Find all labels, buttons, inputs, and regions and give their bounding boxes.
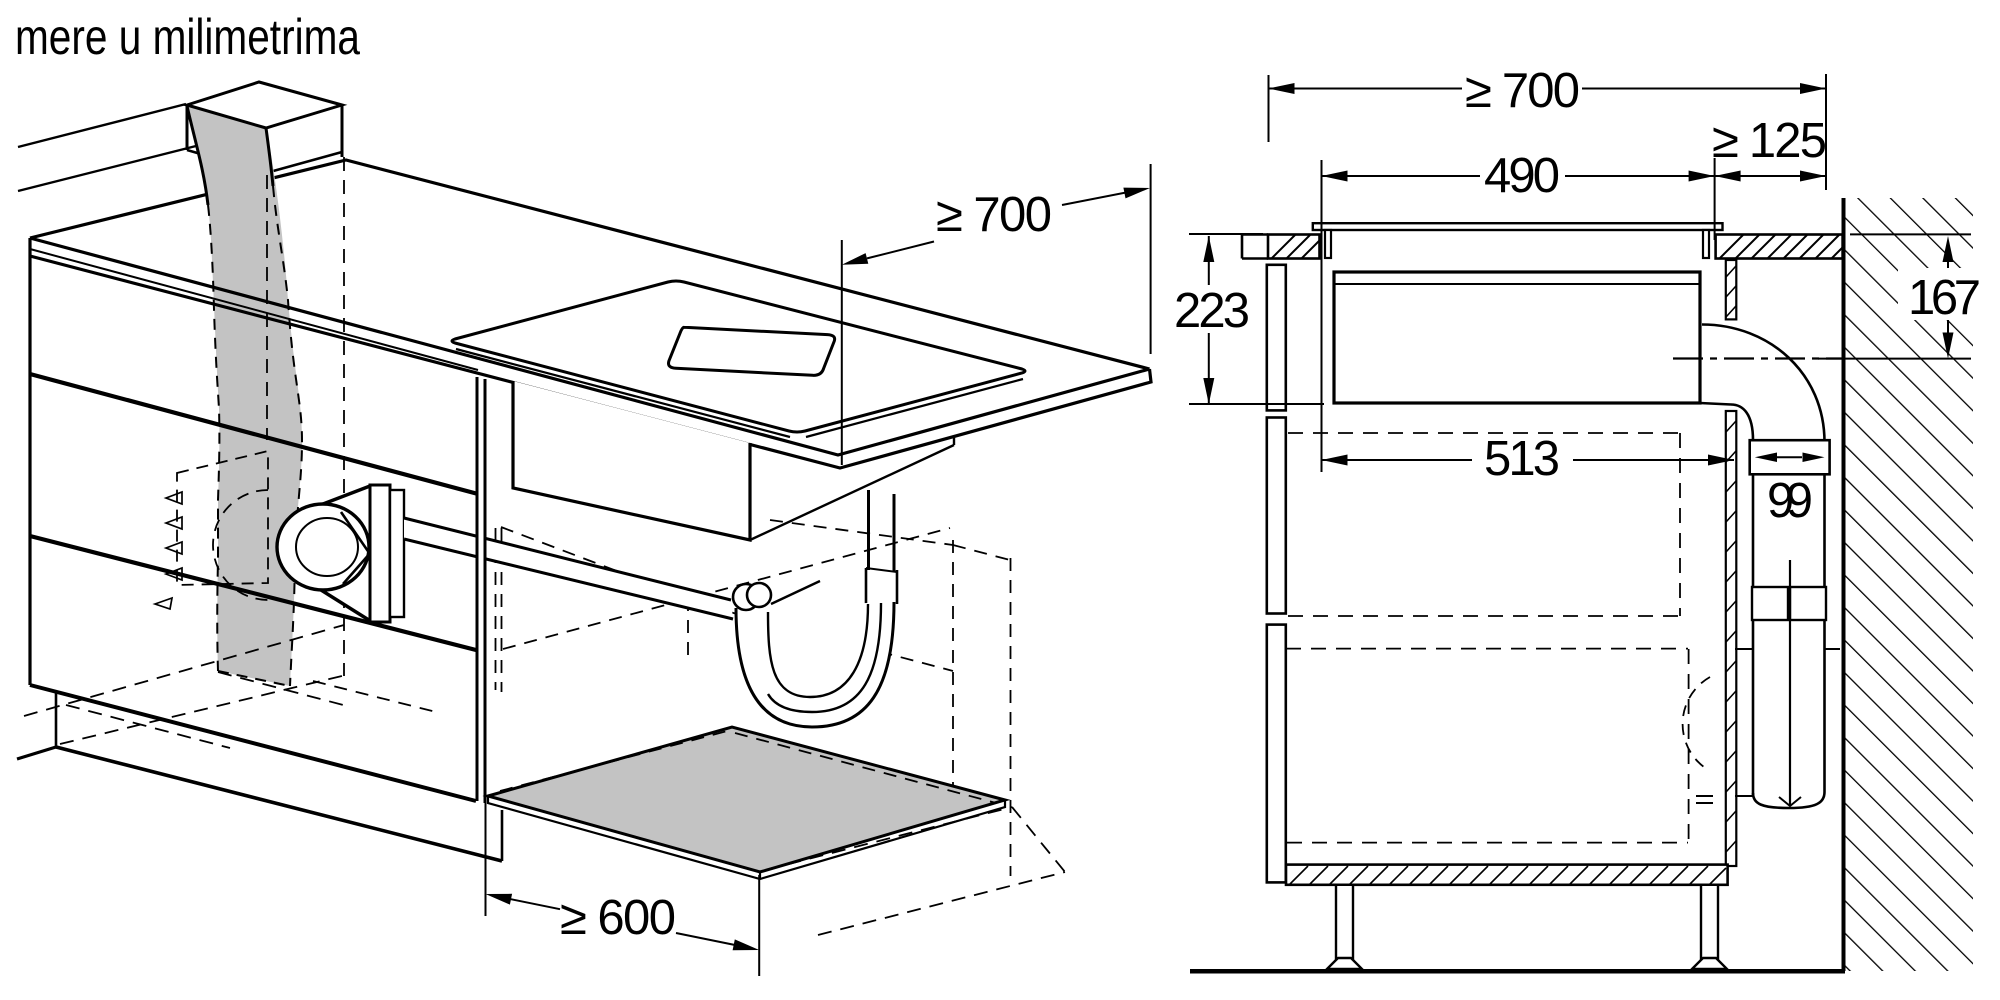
svg-text:mere u milimetrima: mere u milimetrima — [15, 9, 360, 65]
svg-text:≥ 600: ≥ 600 — [560, 891, 676, 945]
svg-text:≥ 700: ≥ 700 — [1465, 64, 1580, 118]
svg-text:167: 167 — [1908, 271, 1981, 325]
svg-text:223: 223 — [1174, 284, 1250, 338]
svg-text:99: 99 — [1767, 474, 1813, 528]
svg-text:≥ 125: ≥ 125 — [1712, 114, 1827, 168]
svg-text:490: 490 — [1484, 149, 1560, 203]
svg-text:513: 513 — [1484, 432, 1560, 486]
svg-text:≥ 700: ≥ 700 — [936, 188, 1052, 242]
